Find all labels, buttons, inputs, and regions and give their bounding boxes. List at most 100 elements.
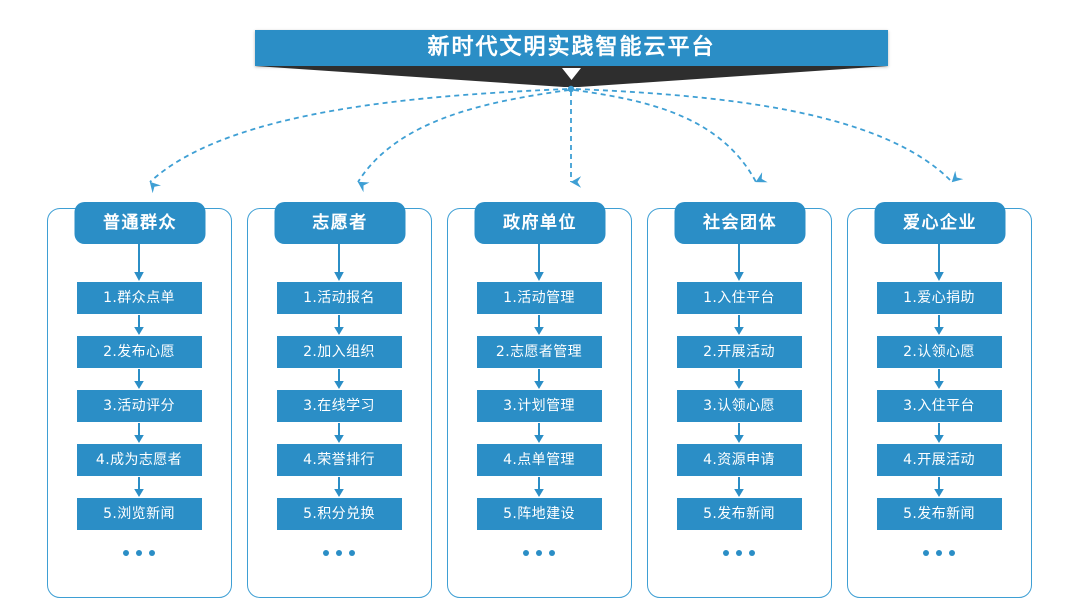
step-box[interactable]: 3.计划管理 (476, 390, 602, 422)
arrow-down-icon (134, 244, 144, 281)
step-box[interactable]: 4.开展活动 (876, 444, 1002, 476)
step-label: 4.荣誉排行 (303, 452, 375, 468)
column-steps: 1.群众点单 2.发布心愿 3.活动评分 4.成为志愿者 (47, 244, 232, 598)
arrow-down-icon (734, 244, 744, 281)
column-header-badge[interactable]: 普通群众 (74, 202, 206, 244)
column-header-label: 普通群众 (103, 212, 177, 233)
step-label: 1.入住平台 (703, 290, 775, 306)
arrow-down-icon (934, 423, 944, 443)
arrow-down-icon (734, 315, 744, 335)
arrow-down-icon (534, 423, 544, 443)
step-label: 5.发布新闻 (703, 506, 775, 522)
connector-to-志愿者 (357, 89, 570, 193)
step-label: 1.活动管理 (503, 290, 575, 306)
step-label: 1.群众点单 (103, 290, 175, 306)
role-column-志愿者: 志愿者 1.活动报名 2.加入组织 3.在线学习 (246, 202, 434, 600)
arrow-down-icon (934, 477, 944, 497)
arrow-down-icon (534, 315, 544, 335)
page-title: 新时代文明实践智能云平台 (427, 35, 716, 60)
step-label: 5.积分兑换 (303, 506, 375, 522)
role-columns: 普通群众 1.群众点单 2.发布心愿 3.活动评分 (0, 202, 1080, 602)
step-label: 2.加入组织 (303, 344, 375, 360)
more-steps-ellipsis (923, 550, 955, 556)
step-box[interactable]: 1.活动报名 (276, 282, 402, 314)
column-header-badge[interactable]: 政府单位 (474, 202, 606, 244)
step-label: 4.成为志愿者 (95, 452, 183, 468)
step-box[interactable]: 5.浏览新闻 (76, 498, 202, 530)
step-box[interactable]: 1.爱心捐助 (876, 282, 1002, 314)
arrow-down-icon (134, 315, 144, 335)
step-label: 5.浏览新闻 (103, 506, 175, 522)
step-box[interactable]: 2.志愿者管理 (476, 336, 602, 368)
column-steps: 1.活动管理 2.志愿者管理 3.计划管理 4.点单管理 (447, 244, 632, 598)
column-header-badge[interactable]: 志愿者 (274, 202, 406, 244)
step-box[interactable]: 5.阵地建设 (476, 498, 602, 530)
step-box[interactable]: 3.入住平台 (876, 390, 1002, 422)
role-column-普通群众: 普通群众 1.群众点单 2.发布心愿 3.活动评分 (46, 202, 234, 600)
arrow-down-icon (534, 477, 544, 497)
arrow-down-icon (134, 477, 144, 497)
step-box[interactable]: 2.开展活动 (676, 336, 802, 368)
arrow-down-icon (334, 315, 344, 335)
banner-chevron-shape (255, 66, 888, 87)
step-label: 5.发布新闻 (903, 506, 975, 522)
column-steps: 1.活动报名 2.加入组织 3.在线学习 4.荣誉排行 (247, 244, 432, 598)
column-header-label: 爱心企业 (903, 212, 977, 233)
step-box[interactable]: 4.点单管理 (476, 444, 602, 476)
column-steps: 1.爱心捐助 2.认领心愿 3.入住平台 4.开展活动 (847, 244, 1032, 598)
step-box[interactable]: 3.认领心愿 (676, 390, 802, 422)
more-steps-ellipsis (323, 550, 355, 556)
connector-to-爱心企业 (575, 88, 964, 183)
step-label: 2.认领心愿 (903, 344, 975, 360)
step-label: 1.活动报名 (303, 290, 375, 306)
arrow-down-icon (734, 477, 744, 497)
arrow-down-icon (334, 369, 344, 389)
arrow-down-icon (534, 244, 544, 281)
step-box[interactable]: 4.成为志愿者 (76, 444, 202, 476)
chevron-down-icon (562, 68, 581, 80)
step-box[interactable]: 2.认领心愿 (876, 336, 1002, 368)
arrow-down-icon (134, 369, 144, 389)
step-label: 1.爱心捐助 (903, 290, 975, 306)
step-box[interactable]: 3.在线学习 (276, 390, 402, 422)
connector-to-社会团体 (573, 89, 768, 183)
step-label: 3.入住平台 (903, 398, 975, 414)
column-header-badge[interactable]: 爱心企业 (874, 202, 1006, 244)
step-box[interactable]: 4.荣誉排行 (276, 444, 402, 476)
step-box[interactable]: 2.加入组织 (276, 336, 402, 368)
step-box[interactable]: 5.发布新闻 (676, 498, 802, 530)
arrow-down-icon (934, 244, 944, 281)
column-steps: 1.入住平台 2.开展活动 3.认领心愿 4.资源申请 (647, 244, 832, 598)
step-label: 3.在线学习 (303, 398, 375, 414)
more-steps-ellipsis (123, 550, 155, 556)
arrow-down-icon (734, 369, 744, 389)
step-label: 4.开展活动 (903, 452, 975, 468)
arrow-down-icon (334, 477, 344, 497)
step-box[interactable]: 4.资源申请 (676, 444, 802, 476)
step-box[interactable]: 1.群众点单 (76, 282, 202, 314)
column-header-label: 社会团体 (703, 212, 777, 233)
step-label: 4.资源申请 (703, 452, 775, 468)
step-box[interactable]: 3.活动评分 (76, 390, 202, 422)
platform-banner: 新时代文明实践智能云平台 (255, 30, 888, 90)
step-box[interactable]: 5.积分兑换 (276, 498, 402, 530)
arrow-down-icon (934, 369, 944, 389)
column-header-badge[interactable]: 社会团体 (674, 202, 806, 244)
step-label: 3.认领心愿 (703, 398, 775, 414)
platform-title-bar: 新时代文明实践智能云平台 (255, 30, 888, 66)
step-label: 3.计划管理 (503, 398, 575, 414)
column-header-label: 志愿者 (312, 212, 368, 233)
step-label: 5.阵地建设 (503, 506, 575, 522)
step-label: 3.活动评分 (103, 398, 175, 414)
step-label: 4.点单管理 (503, 452, 575, 468)
arrow-down-icon (734, 423, 744, 443)
role-column-爱心企业: 爱心企业 1.爱心捐助 2.认领心愿 3.入住平台 (846, 202, 1034, 600)
step-box[interactable]: 1.入住平台 (676, 282, 802, 314)
step-box[interactable]: 5.发布新闻 (876, 498, 1002, 530)
step-label: 2.开展活动 (703, 344, 775, 360)
step-box[interactable]: 1.活动管理 (476, 282, 602, 314)
more-steps-ellipsis (723, 550, 755, 556)
connector-to-普通群众 (149, 88, 568, 194)
arrow-down-icon (334, 423, 344, 443)
step-box[interactable]: 2.发布心愿 (76, 336, 202, 368)
